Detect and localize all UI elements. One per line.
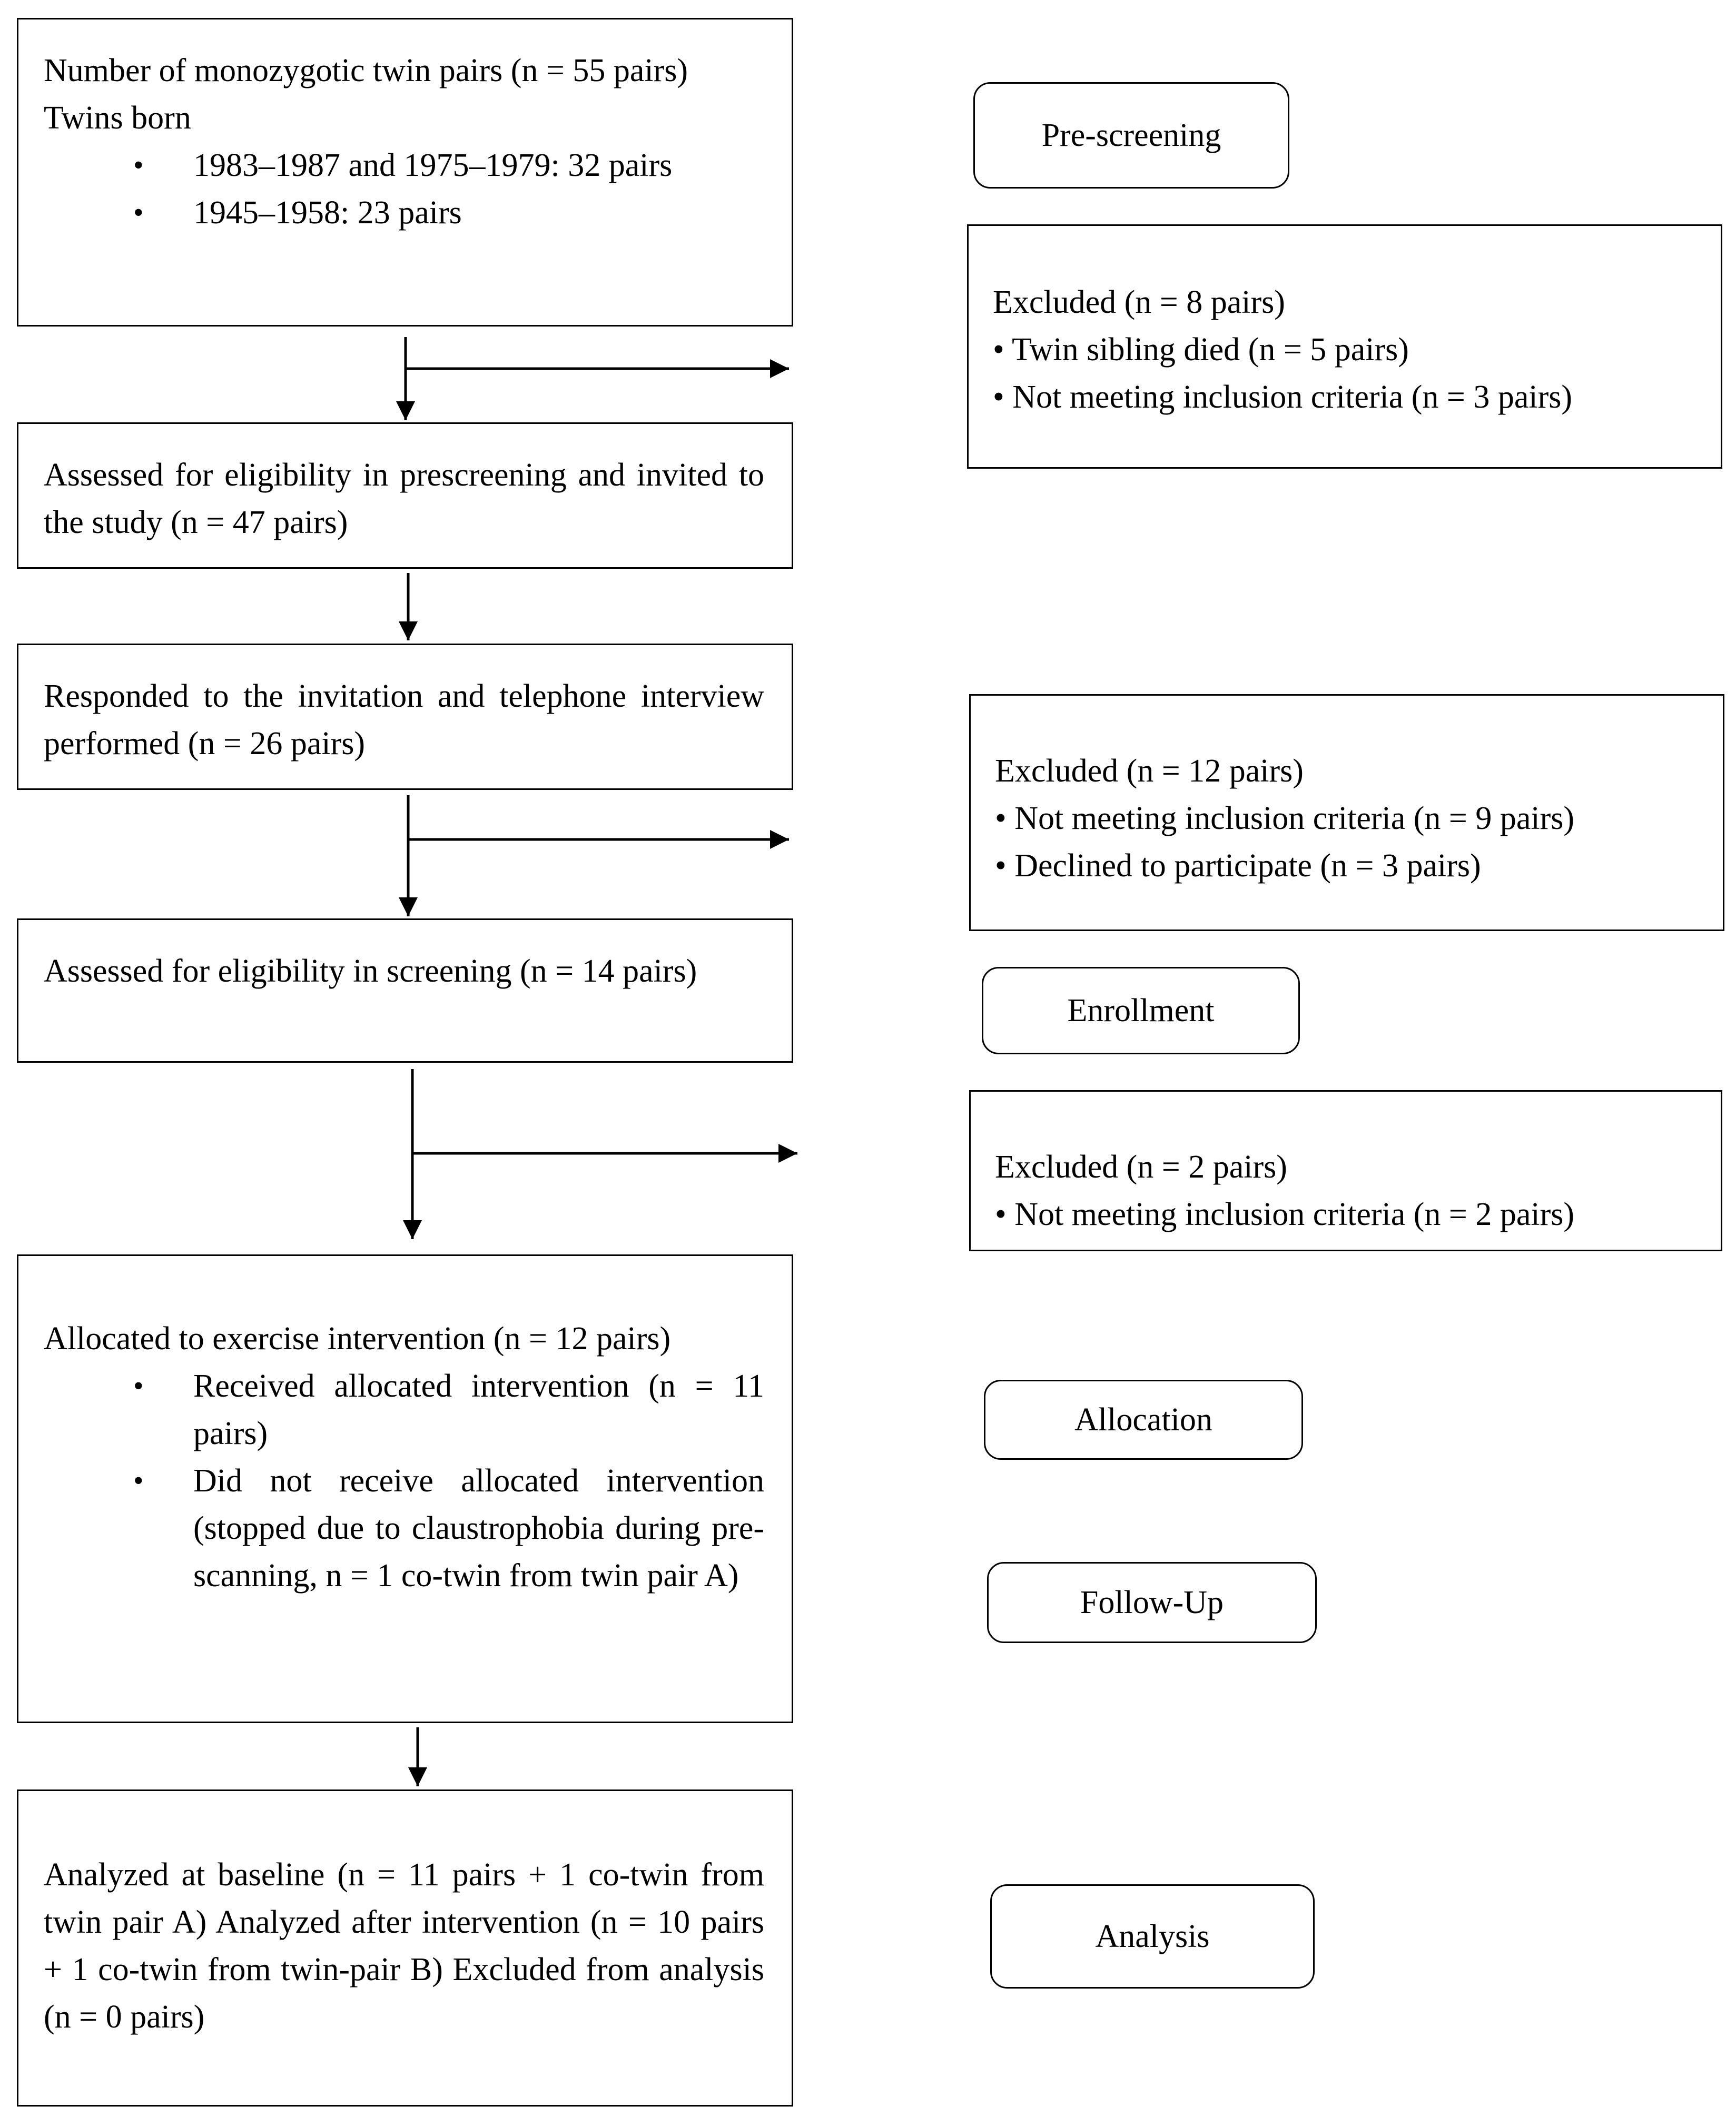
box5-line1: Allocated to exercise intervention (n = … — [44, 1321, 671, 1357]
box1-bullets: 1983–1987 and 1975–1979: 32 pairs 1945–1… — [44, 142, 764, 236]
box3-text: Responded to the invitation and telephon… — [44, 678, 764, 762]
stage-label: Allocation — [1074, 1401, 1212, 1438]
flow-box-3: Responded to the invitation and telephon… — [17, 644, 793, 790]
exclusion-item: • Twin sibling died (n = 5 pairs) — [993, 332, 1409, 368]
stage-label: Pre-screening — [1041, 117, 1221, 153]
stage-label: Enrollment — [1067, 992, 1215, 1029]
box5-bullets: Received allocated intervention (n = 11 … — [44, 1362, 764, 1599]
exclusion-title: Excluded (n = 2 pairs) — [995, 1149, 1287, 1185]
flow-box-5: Allocated to exercise intervention (n = … — [17, 1254, 793, 1723]
box1-line2: Twins born — [44, 100, 191, 136]
exclusion-item: • Declined to participate (n = 3 pairs) — [995, 848, 1481, 884]
exclusion-box-2: Excluded (n = 12 pairs) • Not meeting in… — [969, 694, 1724, 931]
box6-text: Analyzed at baseline (n = 11 pairs + 1 c… — [44, 1857, 764, 2035]
exclusion-box-1: Excluded (n = 8 pairs) • Twin sibling di… — [967, 224, 1722, 469]
stage-follow-up: Follow-Up — [987, 1562, 1317, 1643]
stage-enrollment: Enrollment — [982, 967, 1300, 1054]
exclusion-item: • Not meeting inclusion criteria (n = 3 … — [993, 379, 1573, 415]
flow-box-4: Assessed for eligibility in screening (n… — [17, 918, 793, 1063]
box1-bullet: 1983–1987 and 1975–1979: 32 pairs — [44, 142, 764, 189]
flow-box-6: Analyzed at baseline (n = 11 pairs + 1 c… — [17, 1789, 793, 2107]
stage-pre-screening: Pre-screening — [973, 82, 1289, 189]
exclusion-box-3: Excluded (n = 2 pairs) • Not meeting inc… — [969, 1090, 1722, 1251]
stage-label: Analysis — [1095, 1918, 1210, 1954]
flow-box-1: Number of monozygotic twin pairs (n = 55… — [17, 18, 793, 327]
exclusion-item: • Not meeting inclusion criteria (n = 2 … — [995, 1197, 1575, 1232]
flow-box-2: Assessed for eligibility in prescreening… — [17, 422, 793, 569]
stage-label: Follow-Up — [1080, 1584, 1224, 1620]
exclusion-item: • Not meeting inclusion criteria (n = 9 … — [995, 800, 1575, 836]
exclusion-title: Excluded (n = 8 pairs) — [993, 284, 1285, 320]
box1-line1: Number of monozygotic twin pairs (n = 55… — [44, 53, 688, 88]
box4-text: Assessed for eligibility in screening (n… — [44, 953, 697, 989]
box2-text: Assessed for eligibility in prescreening… — [44, 457, 764, 540]
box1-bullet: 1945–1958: 23 pairs — [44, 189, 764, 236]
stage-analysis: Analysis — [990, 1884, 1315, 1989]
box5-bullet: Did not receive allocated intervention (… — [44, 1457, 764, 1599]
box5-bullet: Received allocated intervention (n = 11 … — [44, 1362, 764, 1457]
exclusion-title: Excluded (n = 12 pairs) — [995, 753, 1304, 789]
stage-allocation: Allocation — [984, 1380, 1303, 1460]
